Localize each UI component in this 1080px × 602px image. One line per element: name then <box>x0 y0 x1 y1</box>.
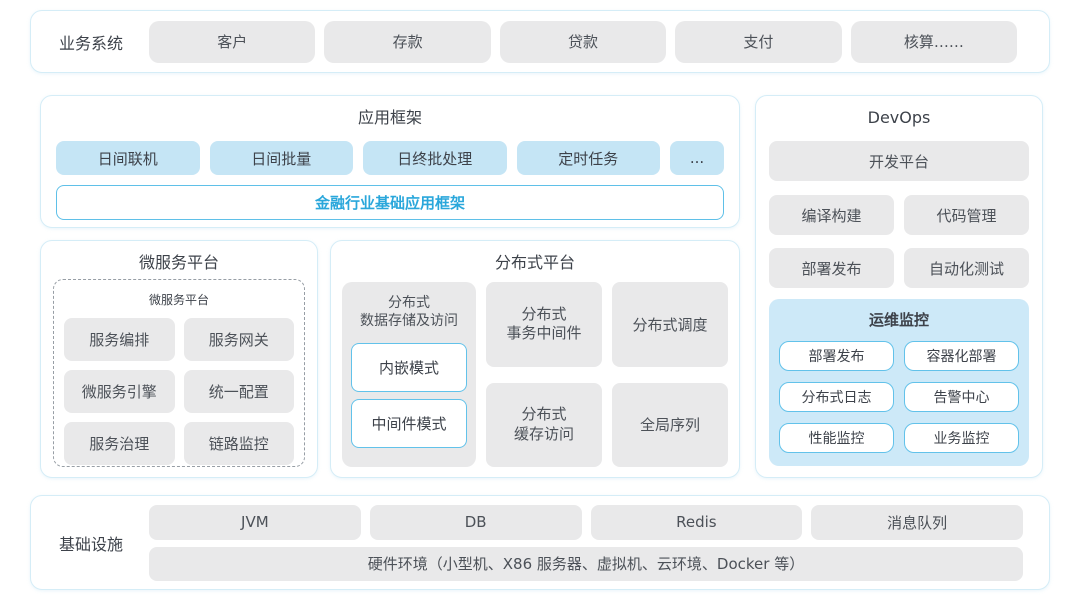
infrastructure-label: 基础设施 <box>58 534 123 554</box>
business-system-section: 业务系统 客户 存款 贷款 支付 核算…… <box>30 10 1050 73</box>
module-eod-batch: 日终批处理 <box>363 141 507 175</box>
monitor-containerized-deploy: 容器化部署 <box>904 341 1019 371</box>
data-storage-box: 分布式 数据存储及访问 内嵌模式 中间件模式 <box>342 282 476 467</box>
business-item-payment: 支付 <box>675 20 842 63</box>
monitor-deploy-release: 部署发布 <box>779 341 894 371</box>
monitor-alert-center: 告警中心 <box>904 382 1019 412</box>
business-item-loan: 贷款 <box>499 20 667 63</box>
infra-jvm: JVM <box>149 504 361 540</box>
infrastructure-items: JVM DB Redis 消息队列 <box>149 504 1023 540</box>
distributed-columns: 分布式 数据存储及访问 内嵌模式 中间件模式 分布式 事务中间件 分布式 缓存访… <box>342 282 728 467</box>
tool-code-management: 代码管理 <box>904 195 1029 235</box>
tool-build: 编译构建 <box>769 195 894 235</box>
devops-title: DevOps <box>867 108 931 127</box>
module-scheduled-task: 定时任务 <box>516 141 660 175</box>
infrastructure-section: 基础设施 JVM DB Redis 消息队列 硬件环境（小型机、X86 服务器、… <box>30 495 1050 590</box>
middleware-mode-box: 中间件模式 <box>351 399 467 449</box>
infra-db: DB <box>369 504 582 540</box>
microservice-inner-title: 微服务平台 <box>148 293 209 307</box>
ops-monitor-title: 运维监控 <box>868 311 929 329</box>
monitor-business: 业务监控 <box>904 423 1019 453</box>
infra-message-queue: 消息队列 <box>811 504 1023 540</box>
dev-platform-box: 开发平台 <box>769 141 1029 181</box>
global-sequence-box: 全局序列 <box>612 382 728 467</box>
microservice-section: 微服务平台 微服务平台 服务编排 服务网关 微服务引擎 统一配置 服务治理 链路… <box>40 240 318 478</box>
cache-access-box: 分布式 缓存访问 <box>486 382 602 467</box>
devops-section: DevOps 开发平台 编译构建 代码管理 部署发布 自动化测试 运维监控 部署… <box>755 95 1043 478</box>
hardware-environment-box: 硬件环境（小型机、X86 服务器、虚拟机、云环境、Docker 等） <box>149 546 1023 581</box>
tool-automated-testing: 自动化测试 <box>904 248 1029 288</box>
tool-deploy-release: 部署发布 <box>769 248 894 288</box>
base-framework-box: 金融行业基础应用框架 <box>56 185 724 220</box>
infrastructure-content: JVM DB Redis 消息队列 硬件环境（小型机、X86 服务器、虚拟机、云… <box>149 504 1023 581</box>
distributed-scheduler-box: 分布式调度 <box>612 282 728 367</box>
ops-monitor-items: 部署发布 容器化部署 分布式日志 告警中心 性能监控 业务监控 <box>779 341 1019 453</box>
transaction-middleware-box: 分布式 事务中间件 <box>486 282 602 367</box>
module-daytime-online: 日间联机 <box>56 141 200 175</box>
app-framework-title: 应用框架 <box>357 108 422 127</box>
ms-unified-config: 统一配置 <box>183 370 294 413</box>
distributed-middle-column: 分布式 事务中间件 分布式 缓存访问 <box>486 282 602 467</box>
ms-microservice-engine: 微服务引擎 <box>64 370 175 413</box>
business-item-accounting: 核算…… <box>850 20 1018 63</box>
ms-service-orchestration: 服务编排 <box>64 318 175 361</box>
app-framework-section: 应用框架 日间联机 日间批量 日终批处理 定时任务 ... 金融行业基础应用框架 <box>40 95 740 228</box>
module-more: ... <box>670 141 724 175</box>
devops-body: 开发平台 编译构建 代码管理 部署发布 自动化测试 运维监控 部署发布 容器化部… <box>756 141 1042 466</box>
business-item-customer: 客户 <box>149 20 316 63</box>
ms-service-governance: 服务治理 <box>64 422 175 465</box>
distributed-right-column: 分布式调度 全局序列 <box>612 282 728 467</box>
monitor-performance: 性能监控 <box>779 423 894 453</box>
devops-tools: 编译构建 代码管理 部署发布 自动化测试 <box>769 195 1029 288</box>
ms-trace-monitoring: 链路监控 <box>183 422 294 465</box>
distributed-title: 分布式平台 <box>494 253 575 272</box>
distributed-section: 分布式平台 分布式 数据存储及访问 内嵌模式 中间件模式 分布式 事务中间件 分… <box>330 240 740 478</box>
infra-redis: Redis <box>590 504 803 540</box>
business-system-items: 客户 存款 贷款 支付 核算…… <box>149 20 1018 63</box>
ops-monitor-panel: 运维监控 部署发布 容器化部署 分布式日志 告警中心 性能监控 业务监控 <box>769 299 1029 466</box>
monitor-distributed-log: 分布式日志 <box>779 382 894 412</box>
data-storage-title: 分布式 数据存储及访问 <box>360 295 458 330</box>
microservice-items: 服务编排 服务网关 微服务引擎 统一配置 服务治理 链路监控 <box>64 318 294 465</box>
business-system-label: 业务系统 <box>58 33 123 53</box>
microservice-inner-panel: 微服务平台 服务编排 服务网关 微服务引擎 统一配置 服务治理 链路监控 <box>53 279 305 467</box>
ms-service-gateway: 服务网关 <box>183 318 294 361</box>
business-item-deposit: 存款 <box>324 20 491 63</box>
microservice-title: 微服务平台 <box>138 253 219 272</box>
module-daytime-batch: 日间批量 <box>209 141 353 175</box>
embedded-mode-box: 内嵌模式 <box>351 343 467 393</box>
app-framework-modules: 日间联机 日间批量 日终批处理 定时任务 ... <box>56 141 724 175</box>
